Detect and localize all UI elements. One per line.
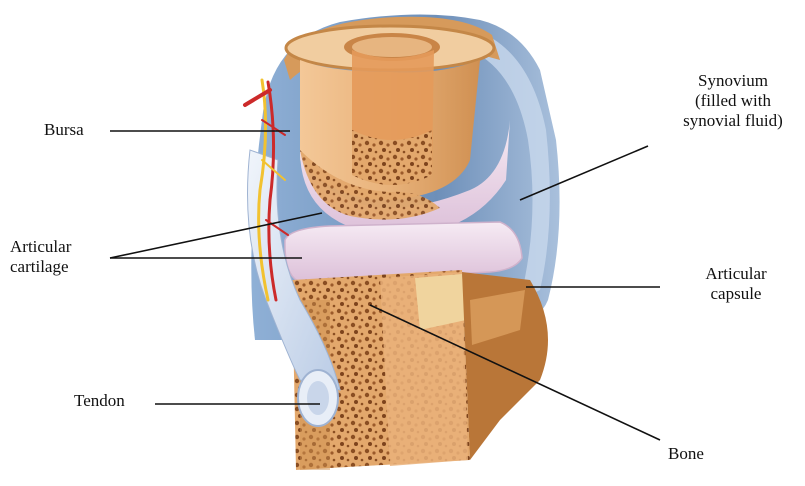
articular-cartilage-label: Articular cartilage bbox=[10, 237, 71, 277]
bursa-label: Bursa bbox=[44, 120, 84, 140]
tendon-label: Tendon bbox=[74, 391, 125, 411]
synovium-label: Synovium (filled with synovial fluid) bbox=[670, 71, 796, 131]
bone-label: Bone bbox=[668, 444, 704, 464]
articular-capsule-label: Articular capsule bbox=[688, 264, 784, 304]
